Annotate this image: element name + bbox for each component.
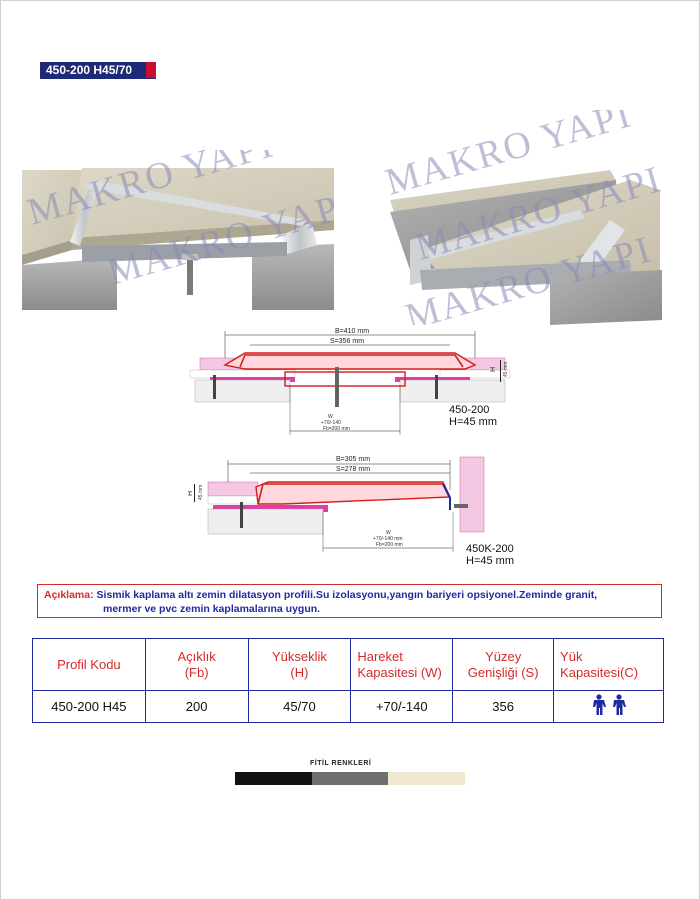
cell-hareket: +70/-140 [350,690,454,723]
description-line-1: Sismik kaplama altı zemin dilatasyon pro… [96,589,598,601]
pedestrian-load-icon [592,694,626,715]
movement-w-label: W [328,414,333,420]
swatch-grey [311,772,389,785]
opening-label: Fb=200 mm [323,426,350,432]
dimension-h-label: H [188,491,194,496]
header-profil-kodu: Profil Kodu [32,638,146,691]
colors-title: FİTİL RENKLERİ [310,760,372,767]
product-render-left: MAKRO YAPI MAKRO YAPI [22,150,334,310]
cell-yuzey: 356 [452,690,555,723]
table-row: 450-200 H45 200 45/70 +70/-140 356 [32,690,664,723]
description-line-2: mermer ve pvc zemin kaplamalarına uygun. [103,603,321,615]
movement-label: +70/-140 mm [373,536,403,542]
drawing1-model: 450-200 [449,404,490,416]
drawing1-caption: 450-200 H=45 mm [449,404,497,428]
drawing2-height: H=45 mm [466,555,514,567]
swatch-cream [388,772,466,785]
drawing2-model: 450K-200 [466,543,514,555]
movement-label: +70/-140 [321,420,341,426]
dimension-b-label: B=410 mm [335,328,369,335]
specification-table: Profil Kodu Açıklık(Fb) Yükseklik(H) Har… [32,638,664,723]
dimension-h-value: 45 mm [198,485,204,500]
dimension-b-label: B=305 mm [336,456,370,463]
description-label: Açıklama: [44,589,94,601]
dimension-s-label: S=356 mm [330,338,364,345]
color-swatches [235,772,466,785]
title-accent [146,62,156,78]
header-aciklik: Açıklık(Fb) [144,638,249,691]
drawing2-caption: 450K-200 H=45 mm [466,543,514,567]
table-header-row: Profil Kodu Açıklık(Fb) Yükseklik(H) Har… [32,638,664,691]
product-render-right: MAKRO YAPI MAKRO YAPI MAKRO YAPI [381,110,662,325]
title-underline [40,78,156,79]
opening-label: Fb=200 mm [376,542,403,548]
cell-yuk-kapasitesi [553,690,664,723]
drawing1-height: H=45 mm [449,416,497,428]
cell-aciklik: 200 [144,690,249,723]
dimension-s-label: S=278 mm [336,466,370,473]
movement-w-label: W [386,530,391,536]
cell-profil-kodu: 450-200 H45 [32,690,146,723]
cell-yukseklik: 45/70 [247,690,352,723]
product-title: 450-200 H45/70 [40,62,146,78]
dimension-h-label: H [490,367,497,372]
cross-section-drawing-2: B=305 mm S=278 mm H 45 mm W +70/-140 mm … [188,456,485,552]
dimension-h-value: 45 mm [503,362,509,377]
description-box: Açıklama: Sismik kaplama altı zemin dila… [37,584,662,618]
cross-section-drawing-1: B=410 mm S=356 mm H 45 mm W +70/-140 Fb=… [189,328,511,435]
swatch-black [235,772,312,785]
header-yukseklik: Yükseklik(H) [247,638,352,691]
product-title-badge: 450-200 H45/70 [40,62,156,78]
